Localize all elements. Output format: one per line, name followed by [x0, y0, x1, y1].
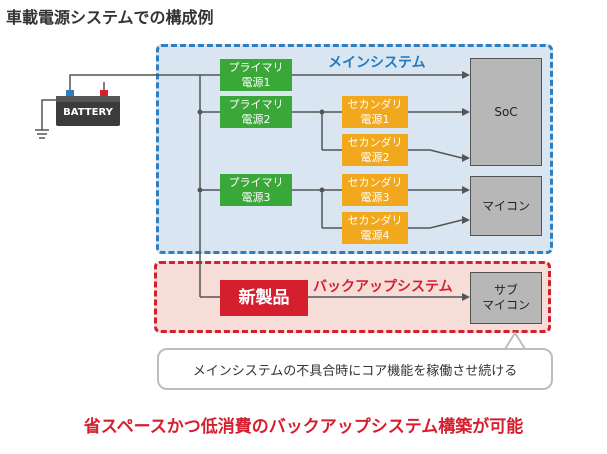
battery: BATTERY: [56, 90, 120, 126]
primary-power-1: プライマリ 電源1: [220, 59, 292, 91]
micon-block: マイコン: [470, 176, 542, 236]
main-system-label: メインシステム: [328, 55, 426, 71]
primary-power-2: プライマリ 電源2: [220, 96, 292, 128]
battery-label: BATTERY: [63, 107, 113, 118]
primary-power-3: プライマリ 電源3: [220, 174, 292, 206]
secondary-power-3: セカンダリ 電源3: [342, 174, 408, 206]
backup-system-label: バックアップシステム: [313, 279, 453, 295]
secondary-power-4: セカンダリ 電源4: [342, 212, 408, 244]
secondary-power-2: セカンダリ 電源2: [342, 134, 408, 166]
callout-bubble: メインシステムの不具合時にコア機能を稼働させ続ける: [157, 348, 553, 390]
sub-micon-block: サブ マイコン: [470, 272, 542, 324]
secondary-power-1: セカンダリ 電源1: [342, 96, 408, 128]
soc-block: SoC: [470, 58, 542, 166]
diagram-title: 車載電源システムでの構成例: [6, 8, 214, 27]
new-product-block: 新製品: [220, 280, 308, 316]
bottom-caption: 省スペースかつ低消費のバックアップシステム構築が可能: [83, 417, 524, 437]
